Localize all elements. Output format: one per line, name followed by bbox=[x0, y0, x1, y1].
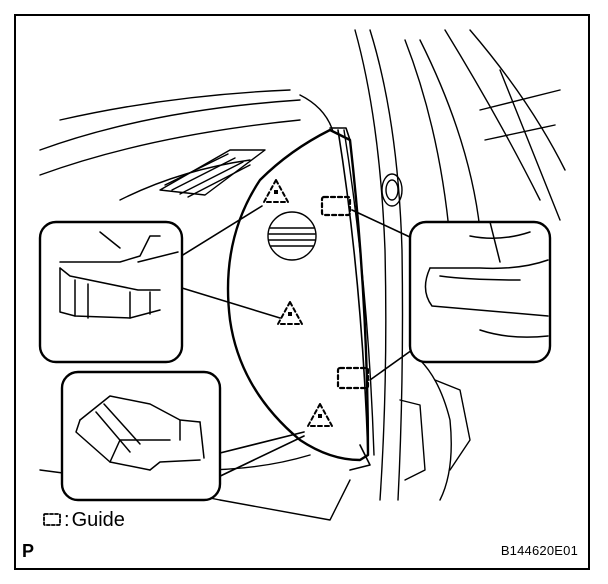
triangle-clip-icon bbox=[307, 403, 333, 427]
hook-detail-inset bbox=[60, 370, 222, 502]
clip-symbol-marks bbox=[274, 190, 322, 418]
triangle-clip-icon bbox=[263, 179, 289, 203]
legend-guide-symbol bbox=[43, 513, 61, 526]
door-frame-lines bbox=[354, 29, 566, 501]
legend-label: Guide bbox=[71, 509, 125, 531]
guide-bracket-icon bbox=[320, 195, 352, 217]
legend-separator: : bbox=[64, 509, 70, 531]
legend: : Guide bbox=[44, 508, 125, 532]
clip-detail-inset bbox=[38, 220, 184, 364]
speaker-grille bbox=[267, 211, 317, 261]
triangle-clip-icon bbox=[277, 301, 303, 325]
corner-label: P bbox=[22, 541, 35, 561]
guide-bracket-icon bbox=[336, 366, 370, 390]
callout-leader-lines bbox=[177, 205, 413, 481]
guide-detail-inset bbox=[408, 220, 552, 364]
figure-code: B144620E01 bbox=[500, 543, 578, 558]
pillar-garnish-panel bbox=[226, 127, 375, 471]
